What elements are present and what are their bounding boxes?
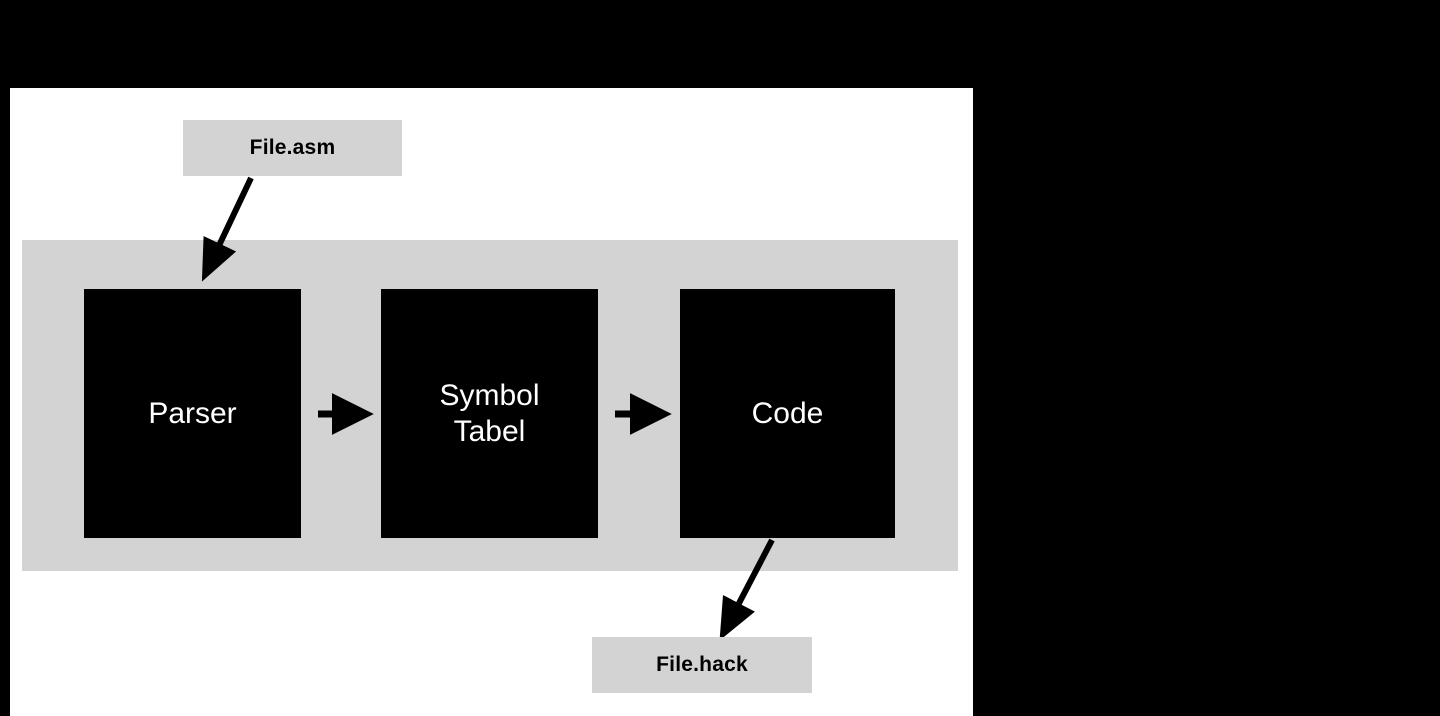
module-symbol-table[interactable]: Symbol Tabel	[381, 289, 598, 538]
file-asm-box[interactable]: File.asm	[183, 120, 402, 176]
module-parser[interactable]: Parser	[84, 289, 301, 538]
module-code[interactable]: Code	[680, 289, 895, 538]
module-code-label: Code	[751, 396, 824, 430]
module-symbol-table-label: Symbol Tabel	[439, 378, 539, 448]
module-parser-label: Parser	[148, 396, 237, 430]
file-hack-box[interactable]: File.hack	[592, 637, 812, 693]
module-symbol-table-label-line1: Symbol	[439, 379, 540, 413]
file-asm-label: File.asm	[249, 136, 336, 159]
diagram-canvas: File.asm Parser Symbol Tabel Code File.h…	[10, 88, 973, 716]
file-hack-label: File.hack	[656, 653, 748, 676]
module-symbol-table-label-line2: Tabel	[453, 414, 526, 448]
